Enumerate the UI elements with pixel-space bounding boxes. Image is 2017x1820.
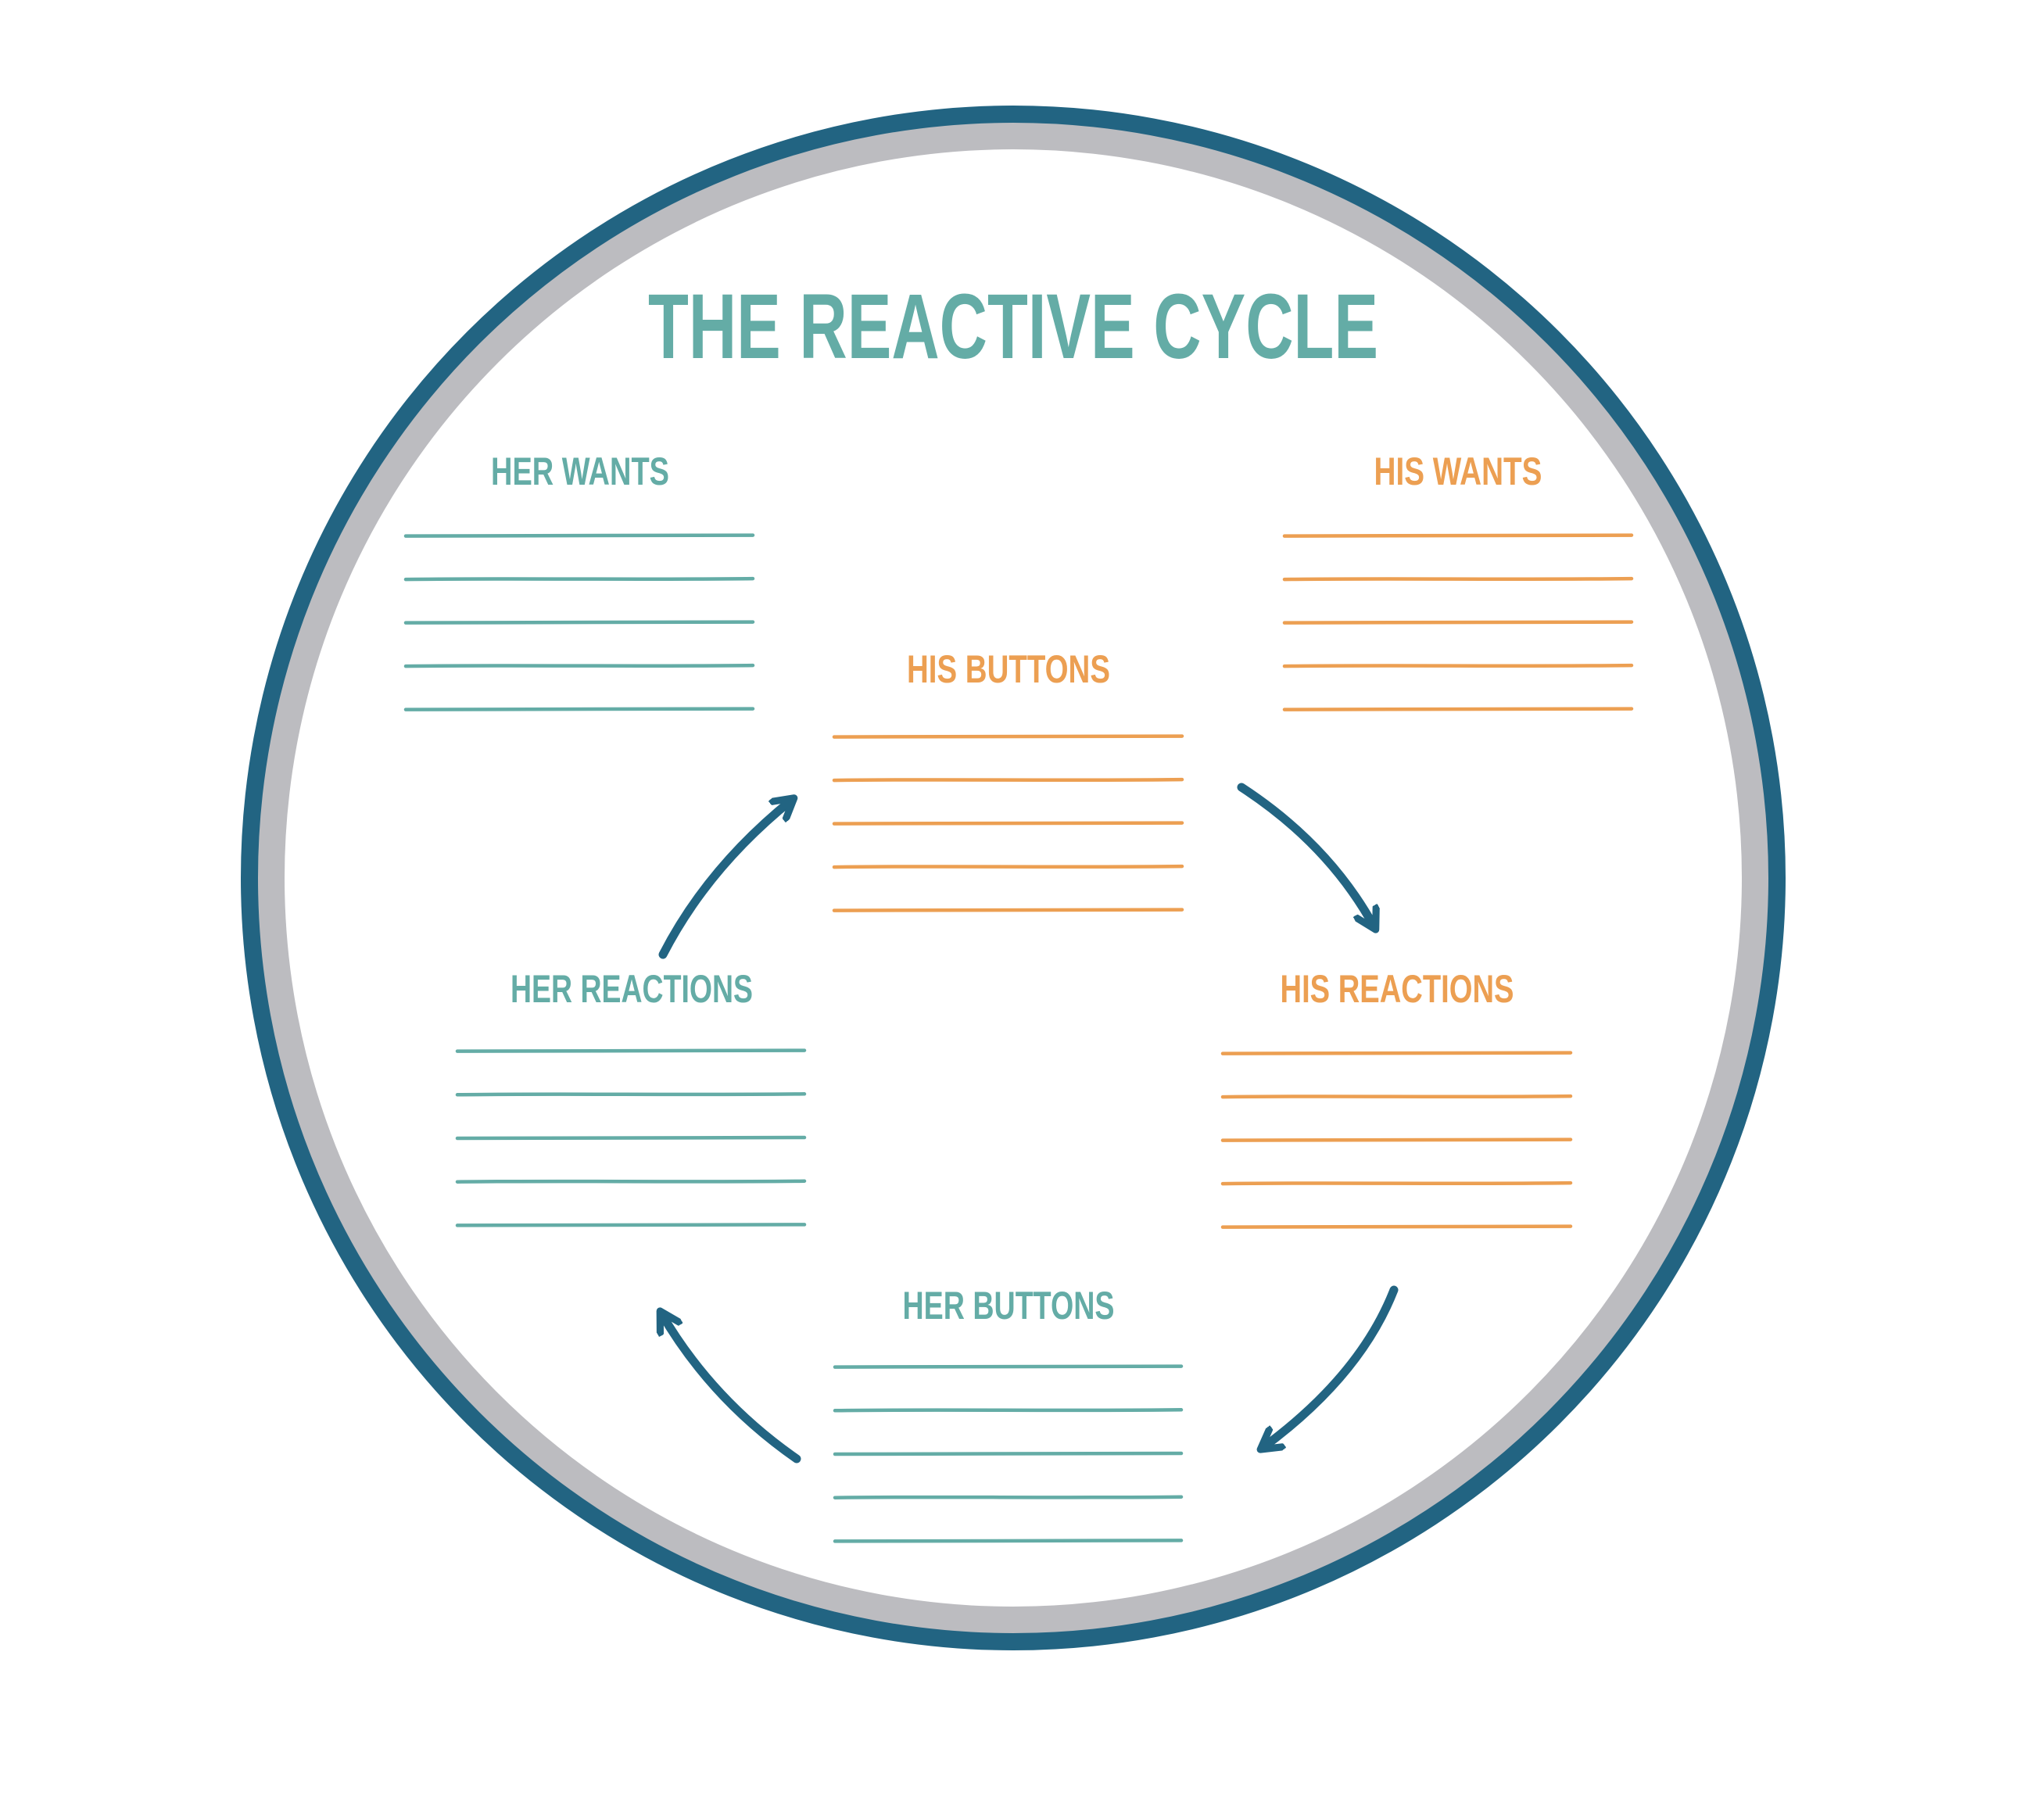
blank-line <box>833 1451 1184 1456</box>
blank-line <box>832 821 1184 826</box>
blank-line <box>832 908 1184 912</box>
blank-line <box>403 533 755 538</box>
blank-line <box>833 1538 1184 1543</box>
blank-line <box>455 1048 807 1053</box>
arrow-her-buttons-to-her-reactions <box>661 1313 801 1464</box>
blank-line <box>1220 1094 1573 1099</box>
blank-line <box>1220 1051 1573 1055</box>
blank-line <box>455 1092 807 1097</box>
blank-line <box>833 1495 1184 1499</box>
section-label: HIS WANTS <box>1374 450 1542 493</box>
arrow-his-buttons-to-his-reactions <box>1237 783 1374 927</box>
blank-line <box>403 663 755 668</box>
blank-lines <box>455 1048 807 1227</box>
outer-ring-border <box>241 106 1786 1650</box>
blank-line <box>455 1179 807 1184</box>
blank-lines <box>833 1364 1184 1543</box>
blank-lines <box>1220 1051 1573 1229</box>
blank-line <box>1282 533 1634 538</box>
arrow-her-reactions-to-his-buttons <box>658 800 792 959</box>
blank-line <box>1220 1224 1573 1229</box>
section-her-buttons: HER BUTTONS <box>833 1284 1184 1543</box>
section-his-reactions: HIS REACTIONS <box>1220 967 1573 1229</box>
section-his-buttons: HIS BUTTONS <box>832 647 1184 912</box>
blank-line <box>1282 663 1634 668</box>
section-label: HER BUTTONS <box>903 1284 1115 1327</box>
blank-line <box>1220 1138 1573 1142</box>
blank-lines <box>403 533 755 711</box>
section-label: HIS BUTTONS <box>907 647 1110 691</box>
section-her-wants: HER WANTS <box>403 450 755 711</box>
arrow-his-reactions-to-her-buttons <box>1263 1285 1399 1448</box>
section-her-reactions: HER REACTIONS <box>455 967 807 1227</box>
blank-line <box>1220 1180 1573 1186</box>
blank-lines <box>832 734 1184 912</box>
section-label: HER REACTIONS <box>511 967 753 1011</box>
diagram-title: THE REACTIVE CYCLE <box>648 275 1378 378</box>
blank-line <box>403 707 755 711</box>
blank-line <box>832 864 1184 869</box>
blank-line <box>833 1364 1184 1369</box>
blank-lines <box>1282 533 1634 711</box>
section-his-wants: HIS WANTS <box>1282 450 1634 711</box>
section-label: HER WANTS <box>491 450 669 493</box>
section-label: HIS REACTIONS <box>1281 967 1514 1011</box>
blank-line <box>1282 707 1634 711</box>
blank-line <box>832 777 1184 783</box>
blank-line <box>455 1222 807 1227</box>
outer-ring <box>250 115 1776 1641</box>
